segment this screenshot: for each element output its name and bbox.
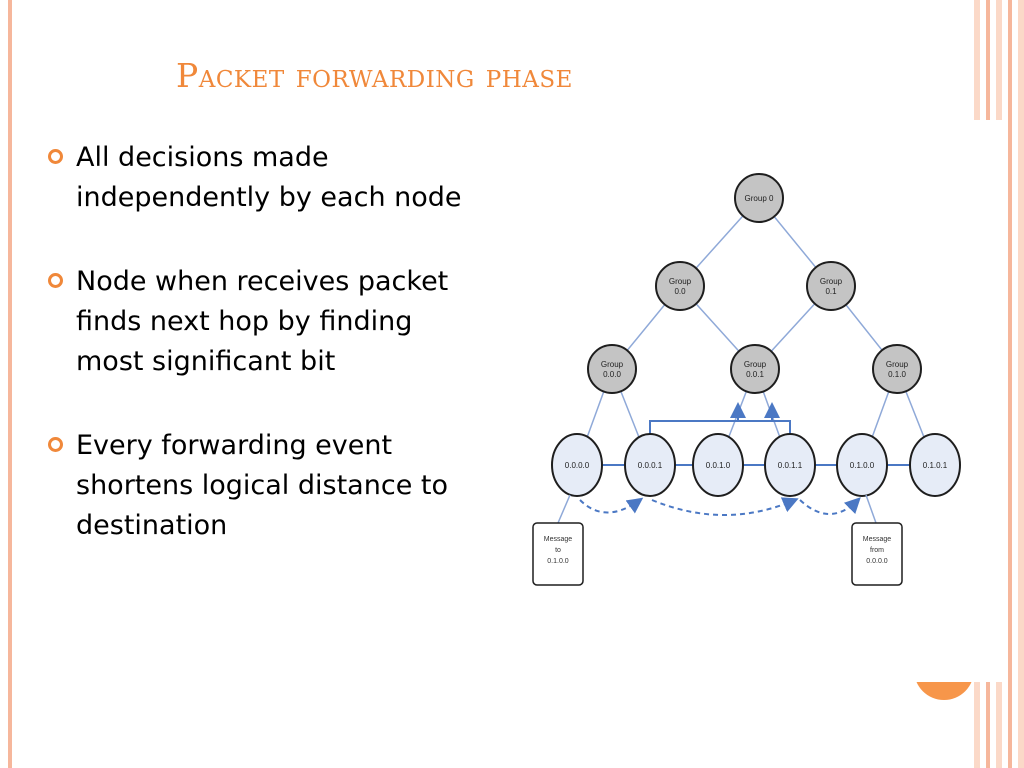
forwarding-arc [651, 497, 799, 516]
group-node-label: Group [744, 360, 767, 369]
slide-title: Packet forwarding phase [176, 56, 573, 95]
bullet-list: All decisions made independently by each… [46, 138, 466, 590]
leaf-node-label: 0.1.0.0 [850, 461, 875, 470]
group-node-label: 0.1.0 [888, 370, 906, 379]
message-label: 0.0.0.0 [866, 558, 888, 565]
bullet-text: Every forwarding event shortens logical … [76, 430, 448, 541]
bullet-item: Every forwarding event shortens logical … [46, 426, 466, 546]
forwarding-arc [579, 497, 644, 514]
bullet-circle-icon [48, 149, 63, 164]
group-node-label: 0.1 [825, 287, 837, 296]
message-label: Message [863, 536, 892, 543]
leaf-node: 0.0.1.0 [692, 433, 744, 497]
forwarding-arc [799, 497, 861, 515]
group-node-label: 0.0.1 [746, 370, 764, 379]
message-label: to [555, 547, 561, 554]
leaf-node-label: 0.0.0.1 [638, 461, 663, 470]
message-label: from [870, 547, 884, 554]
leaf-node-label: 0.1.0.1 [923, 461, 948, 470]
group-node-label: Group [820, 277, 843, 286]
leaf-node: 0.0.1.1 [764, 433, 816, 497]
message-link [557, 494, 571, 524]
bracket-connector [649, 420, 791, 438]
bullet-circle-icon [48, 273, 63, 288]
leaf-node-label: 0.0.1.0 [706, 461, 731, 470]
message-box: Message to 0.1.0.0 [532, 522, 584, 586]
leaf-node: 0.0.0.1 [624, 433, 676, 497]
group-node-label: Group [601, 360, 624, 369]
left-border [8, 0, 12, 768]
bullet-item: Node when receives packet finds next hop… [46, 262, 466, 382]
leaf-node: 0.1.0.1 [909, 433, 961, 497]
leaf-node-label: 0.0.0.0 [565, 461, 590, 470]
message-label: Message [544, 536, 573, 543]
group-node-label: 0.0 [674, 287, 686, 296]
leaf-node: 0.0.0.0 [551, 433, 603, 497]
group-node-label: 0.0.0 [603, 370, 621, 379]
message-label: 0.1.0.0 [547, 558, 569, 565]
leaf-node: 0.1.0.0 [836, 433, 888, 497]
group-node: Group 0 [734, 173, 784, 223]
group-node-label: Group [886, 360, 909, 369]
group-node-label: Group 0 [745, 194, 774, 203]
message-link [865, 494, 877, 524]
leaf-node-label: 0.0.1.1 [778, 461, 803, 470]
bullet-circle-icon [48, 437, 63, 452]
bullet-text: Node when receives packet finds next hop… [76, 266, 449, 377]
bullet-text: All decisions made independently by each… [76, 142, 462, 213]
message-box: Message from 0.0.0.0 [851, 522, 903, 586]
group-node-label: Group [669, 277, 692, 286]
bullet-item: All decisions made independently by each… [46, 138, 466, 218]
